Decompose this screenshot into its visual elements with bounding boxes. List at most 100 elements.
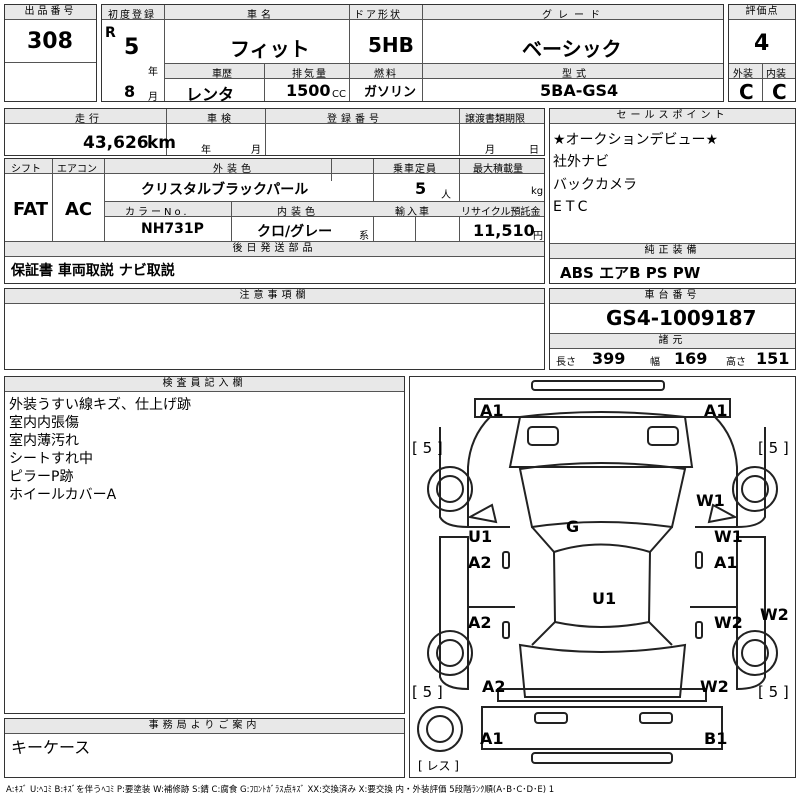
import-label: 輸入車	[395, 207, 431, 218]
selling-points-label: セールスポイント	[550, 109, 795, 124]
mark-a2-rear-left: A2	[482, 677, 506, 696]
door-value: 5HB	[368, 33, 414, 57]
chassis-box: 車台番号 GS4-1009187 諸元 長さ 399 幅 169 高さ 151	[549, 288, 796, 370]
selling-point-item: ETC	[553, 199, 592, 215]
length-label: 長さ	[556, 357, 576, 368]
mark-u1-left-door: U1	[468, 527, 493, 546]
tire-front-right	[732, 466, 778, 512]
inspection-label: 車検	[207, 114, 235, 125]
width-value: 169	[674, 349, 708, 368]
int-color-value: クロ/グレー	[257, 224, 333, 240]
spec-box: シフト エアコン 外装色 乗車定員 最大積載量 FAT AC クリスタルブラック…	[4, 158, 545, 284]
later-parts-label: 後日発送部品	[5, 242, 544, 257]
selling-point-item: 社外ナビ	[553, 154, 609, 170]
notes-label: 注意事項欄	[5, 289, 544, 304]
mileage-value: 43,626	[83, 133, 149, 153]
legend-text: A:ｷｽﾞ U:ﾍｺﾐ B:ｷｽﾞを伴うﾍｺﾐ P:要塗装 W:補修跡 S:錆 …	[6, 785, 555, 795]
front-bumper-shape	[531, 380, 665, 391]
inspection-month-unit: 月	[251, 145, 261, 156]
inspector-note: ホイールカバーA	[9, 487, 117, 503]
tire-rear-right	[732, 630, 778, 676]
cc-unit: CC	[332, 89, 346, 100]
car-name-label: 車名	[247, 10, 275, 21]
car-name-value: フィット	[230, 37, 310, 61]
mileage-box: 走行 車検 登録番号 譲渡書類期限 43,626 km 年 月 月 日	[4, 108, 545, 156]
selling-point-item: バックカメラ	[553, 177, 637, 193]
capacity-value: 5	[415, 179, 427, 198]
person-unit: 人	[441, 190, 451, 201]
mark-a1-front-right: A1	[704, 401, 728, 420]
km-unit: km	[147, 133, 177, 153]
tire-tread-front-right: [ 5 ]	[758, 439, 789, 457]
ext-color-label: 外装色	[213, 164, 255, 175]
mark-w2-rear-right: W2	[700, 677, 729, 696]
mark-a2-left-door: A2	[468, 553, 492, 572]
int-color-label: 内装色	[277, 207, 319, 218]
car-outline-svg	[417, 380, 778, 764]
notes-box: 注意事項欄	[4, 288, 545, 370]
factory-equip-value: ABS エアB PS PW	[560, 264, 701, 282]
history-value: レンタ	[186, 85, 235, 104]
month-unit: 月	[148, 92, 158, 103]
transfer-deadline-label: 譲渡書類期限	[465, 114, 525, 125]
length-value: 399	[592, 349, 626, 368]
deadline-day-unit: 日	[529, 145, 539, 156]
selling-point-item: ★オークションデビュー★	[553, 132, 719, 148]
shift-value: FAT	[13, 199, 49, 220]
score-label: 評価点	[729, 5, 795, 20]
recycle-label: リサイクル預託金	[461, 207, 541, 218]
color-no-label: カラーNo.	[125, 207, 190, 218]
grade-label: グレード	[542, 10, 606, 21]
office-box: 事務局よりご案内 キーケース	[4, 718, 405, 778]
fuel-label: 燃料	[374, 69, 398, 80]
inspection-year-unit: 年	[201, 145, 211, 156]
inspector-note: ピラーP跡	[9, 469, 74, 485]
lot-no-value: 308	[27, 29, 73, 54]
interior-value: C	[772, 80, 787, 104]
reg-no-label: 登録番号	[327, 114, 383, 125]
mark-a1-front-left: A1	[480, 401, 504, 420]
shift-label: シフト	[11, 164, 41, 175]
mark-w1-right-door: W1	[714, 527, 743, 546]
selling-points-box: セールスポイント ★オークションデビュー★ 社外ナビ バックカメラ ETC 純正…	[549, 108, 796, 284]
yen-unit: 円	[533, 231, 543, 242]
model-label: 型式	[562, 69, 590, 80]
score-value: 4	[754, 31, 770, 56]
office-note: キーケース	[11, 738, 91, 757]
capacity-label: 乗車定員	[393, 164, 437, 175]
tire-rear-left	[427, 630, 473, 676]
mileage-label: 走行	[75, 114, 103, 125]
first-reg-label: 初度登録	[108, 10, 156, 21]
spare-tire-status: [ レス ]	[418, 759, 459, 773]
height-label: 高さ	[726, 357, 746, 368]
tire-tread-front-left: [ 5 ]	[412, 439, 443, 457]
inspector-note: シートすれ中	[9, 451, 93, 467]
factory-equip-label: 純正装備	[550, 244, 795, 259]
inspector-box: 検査員記入欄 外装うすい線キズ、仕上げ跡 室内内張傷 室内薄汚れ シートすれ中 …	[4, 376, 405, 714]
dims-label: 諸元	[550, 334, 795, 349]
displacement-label: 排気量	[292, 69, 328, 80]
recycle-value: 11,510	[473, 221, 535, 240]
aircon-value: AC	[65, 199, 93, 220]
mark-a2-rear-left-door: A2	[468, 613, 492, 632]
height-value: 151	[756, 349, 790, 368]
score-box: 評価点 4 外装 内装 C C	[728, 4, 796, 104]
office-label: 事務局よりご案内	[5, 719, 404, 734]
exterior-value: C	[739, 80, 754, 104]
displacement-value: 1500	[286, 81, 331, 100]
tire-tread-rear-right: [ 5 ]	[758, 683, 789, 701]
later-parts-value: 保証書 車両取説 ナビ取説	[11, 263, 175, 279]
mark-b1-rear-right: B1	[704, 729, 728, 748]
inspector-note: 室内薄汚れ	[9, 433, 79, 449]
max-load-label: 最大積載量	[473, 164, 523, 175]
kei-unit: 系	[359, 231, 369, 242]
mark-a1-right-door: A1	[714, 553, 738, 572]
ext-color-value: クリスタルブラックパール	[141, 182, 309, 198]
grade-value: ベーシック	[522, 37, 622, 61]
interior-label: 内装	[766, 69, 786, 80]
model-value: 5BA-GS4	[540, 81, 619, 100]
mark-w2-right-quarter: W2	[760, 605, 789, 624]
history-label: 車歴	[212, 69, 232, 80]
reg-year-value: 5	[124, 35, 140, 60]
aircon-label: エアコン	[57, 164, 97, 175]
